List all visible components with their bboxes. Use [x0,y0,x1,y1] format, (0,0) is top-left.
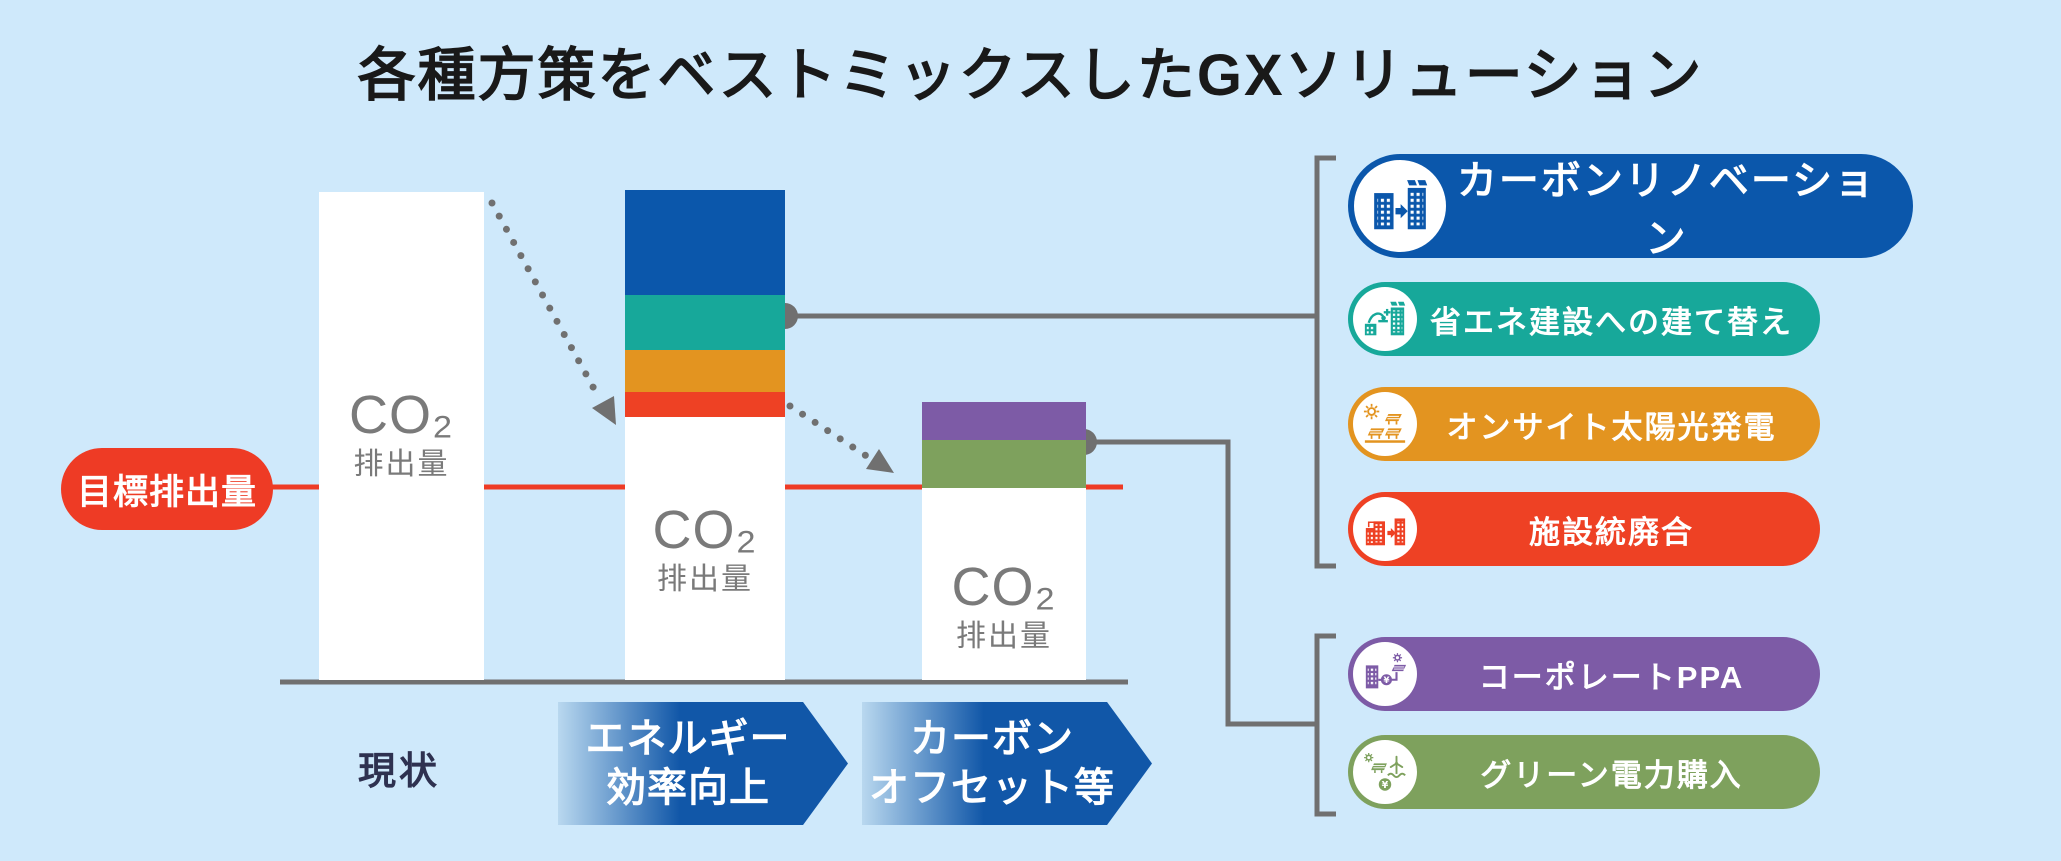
bracket-group2 [1314,633,1336,817]
co2-text: CO₂ [349,385,454,445]
solution-label: グリーン電力購入 [1480,757,1743,793]
solution-label: カーボンリノベーション [1456,159,1877,261]
page-title: 各種方策をベストミックスしたGXソリューション [357,43,1704,108]
solution-label: 施設統廃合 [1529,514,1694,550]
segment-rebuild [625,295,785,350]
reduction-arrow-1 [488,199,602,400]
solution-rebuild-energy-saving: 省エネ建設への建て替え [1348,282,1820,356]
segment-carbon-renovation [625,190,785,295]
reduction-arrow-1-head [592,396,616,425]
svg-text:¥: ¥ [1383,676,1389,686]
bar-current-label: CO₂ 排出量 [319,388,484,480]
step-carbon-offset: カーボン オフセット等 [862,702,1152,825]
bar-carbon-offset: CO₂ 排出量 [922,402,1086,680]
connector-line-group2 [1084,439,1317,727]
segment-corporate-ppa [922,402,1086,440]
step-label-line1: エネルギー [585,716,791,761]
solution-carbon-renovation: カーボンリノベーション [1348,154,1913,261]
target-emission-badge: 目標排出量 [61,448,273,530]
segment-onsite-solar [625,350,785,392]
co2-text: CO₂ [951,557,1057,617]
step-label-line1: カーボン [910,716,1074,761]
bracket-group1 [1314,155,1336,569]
segment-green-power [922,440,1086,488]
solution-corporate-ppa: ¥ コーポレートPPA [1348,637,1820,711]
emission-text: 排出量 [956,620,1052,653]
emission-text: 排出量 [657,563,753,596]
step-energy-efficiency: エネルギー 効率向上 [558,702,848,825]
solution-label: 省エネ建設への建て替え [1430,304,1793,340]
carbon-renovation-icon [1354,160,1446,252]
green-power-purchase-icon: ¥ [1353,740,1417,804]
bar-current: CO₂ 排出量 [319,192,484,680]
current-state-label: 現状 [357,751,440,793]
solution-label: コーポレートPPA [1478,659,1745,695]
bar-energy-efficiency: CO₂ 排出量 [625,190,785,680]
rebuild-energy-saving-icon [1353,287,1417,351]
solution-onsite-solar: オンサイト太陽光発電 [1348,387,1820,461]
solution-facility-consolidation: 施設統廃合 [1348,492,1820,566]
step-label-line2: オフセット等 [869,765,1115,810]
reduction-arrow-2 [786,402,872,461]
target-emission-label: 目標排出量 [76,472,257,512]
solution-green-power-purchase: ¥ グリーン電力購入 [1348,735,1820,809]
co2-text: CO₂ [652,500,758,560]
facility-consolidation-icon [1353,497,1417,561]
svg-text:¥: ¥ [1382,780,1389,791]
corporate-ppa-icon: ¥ [1353,642,1417,706]
onsite-solar-icon [1353,392,1417,456]
bar-offset-label: CO₂ 排出量 [922,560,1086,652]
reduction-arrow-2-head [866,449,894,473]
emission-text: 排出量 [353,448,450,481]
segment-consolidation [625,392,785,417]
bar-efficiency-label: CO₂ 排出量 [625,503,785,595]
solution-label: オンサイト太陽光発電 [1446,409,1777,445]
step-label-line2: 効率向上 [606,765,770,810]
